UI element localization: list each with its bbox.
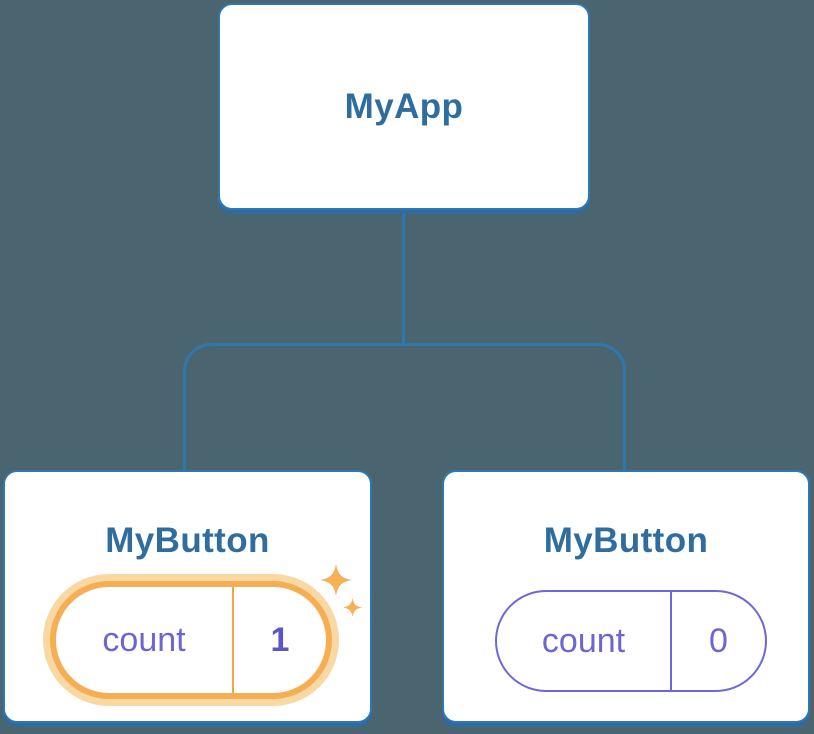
state-pill: count 0 <box>495 590 767 692</box>
node-label-myapp: MyApp <box>344 86 464 126</box>
state-value: 1 <box>270 620 290 659</box>
tree-node-mybutton-right: MyButton count 0 <box>442 470 810 723</box>
state-key: count <box>541 621 626 660</box>
sparkle-icon-large <box>320 564 352 596</box>
state-key: count <box>102 620 186 659</box>
tree-node-myapp: MyApp <box>218 3 590 210</box>
state-pill-highlighted: count 1 <box>50 581 332 699</box>
state-value: 0 <box>709 621 728 660</box>
pill-divider <box>232 587 234 693</box>
node-label-mybutton-right: MyButton <box>543 521 709 560</box>
pill-divider <box>670 592 672 690</box>
tree-connector-branches <box>183 343 626 470</box>
tree-connector-stem <box>402 208 405 345</box>
node-label-mybutton-left: MyButton <box>105 521 270 560</box>
tree-node-mybutton-left: MyButton count 1 <box>3 470 372 723</box>
sparkle-icon-small <box>343 598 362 617</box>
